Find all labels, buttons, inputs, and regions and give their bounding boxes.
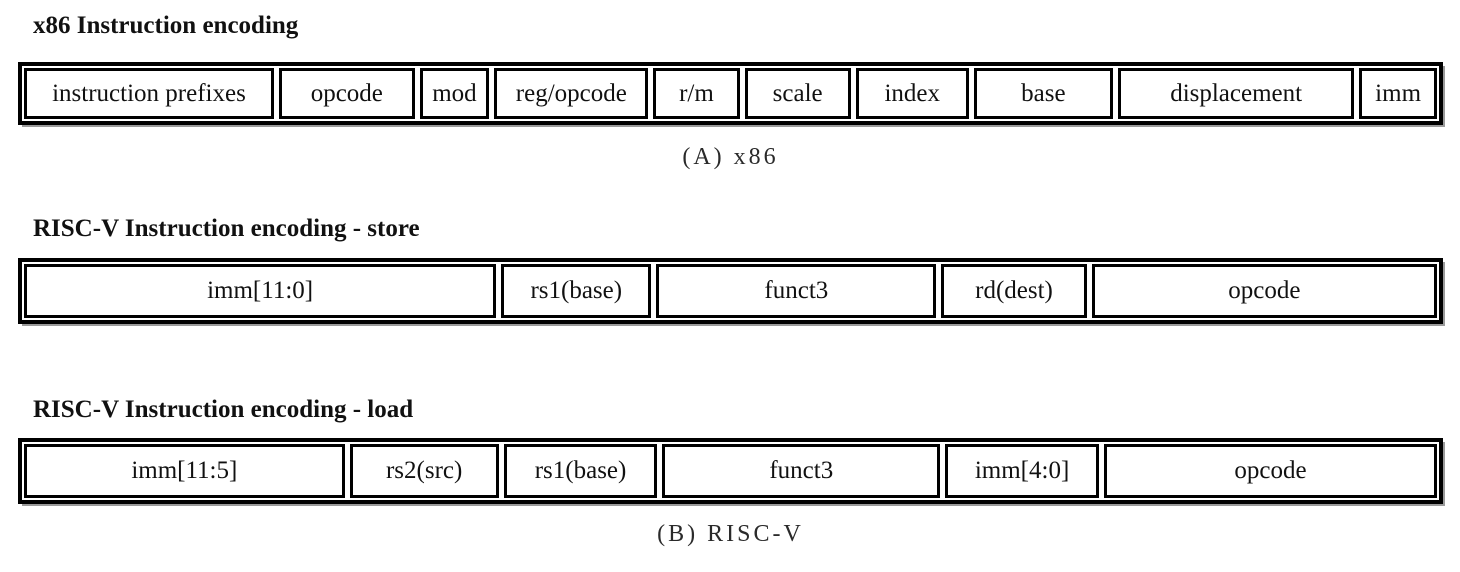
riscv-store-section-title: RISC-V Instruction encoding - store	[33, 215, 420, 242]
riscv-load-section-title: RISC-V Instruction encoding - load	[33, 396, 414, 423]
store-field-imm-11-0: imm[11:0]	[24, 264, 497, 318]
x86-field-rm: r/m	[653, 68, 740, 119]
x86-field-index: index	[855, 68, 969, 119]
store-field-rd-dest: rd(dest)	[941, 264, 1087, 318]
figure-instruction-encodings: x86 Instruction encoding instruction pre…	[0, 12, 1460, 548]
store-field-opcode: opcode	[1091, 264, 1438, 318]
x86-section-title: x86 Instruction encoding	[33, 12, 299, 39]
x86-field-instruction-prefixes: instruction prefixes	[24, 68, 274, 119]
x86-field-mod: mod	[419, 68, 490, 119]
caption-a-x86: (A) x86	[682, 144, 779, 170]
x86-field-opcode: opcode	[278, 68, 415, 119]
store-field-rs1-base: rs1(base)	[501, 264, 652, 318]
load-field-imm-11-5: imm[11:5]	[24, 444, 345, 498]
load-field-rs1-base: rs1(base)	[503, 444, 658, 498]
riscv-load-encoding-row: imm[11:5] rs2(src) rs1(base) funct3 imm[…	[18, 438, 1443, 504]
x86-field-base: base	[973, 68, 1114, 119]
load-field-imm-4-0: imm[4:0]	[945, 444, 1099, 498]
x86-field-reg-opcode: reg/opcode	[494, 68, 649, 119]
x86-field-scale: scale	[744, 68, 851, 119]
load-field-funct3: funct3	[662, 444, 941, 498]
riscv-store-encoding-row: imm[11:0] rs1(base) funct3 rd(dest) opco…	[18, 258, 1443, 324]
load-field-opcode: opcode	[1103, 444, 1437, 498]
x86-field-imm: imm	[1359, 68, 1437, 119]
x86-encoding-row: instruction prefixes opcode mod reg/opco…	[18, 62, 1443, 125]
load-field-rs2-src: rs2(src)	[349, 444, 499, 498]
x86-field-displacement: displacement	[1118, 68, 1355, 119]
store-field-funct3: funct3	[656, 264, 937, 318]
caption-b-riscv: (B) RISC-V	[657, 521, 804, 547]
